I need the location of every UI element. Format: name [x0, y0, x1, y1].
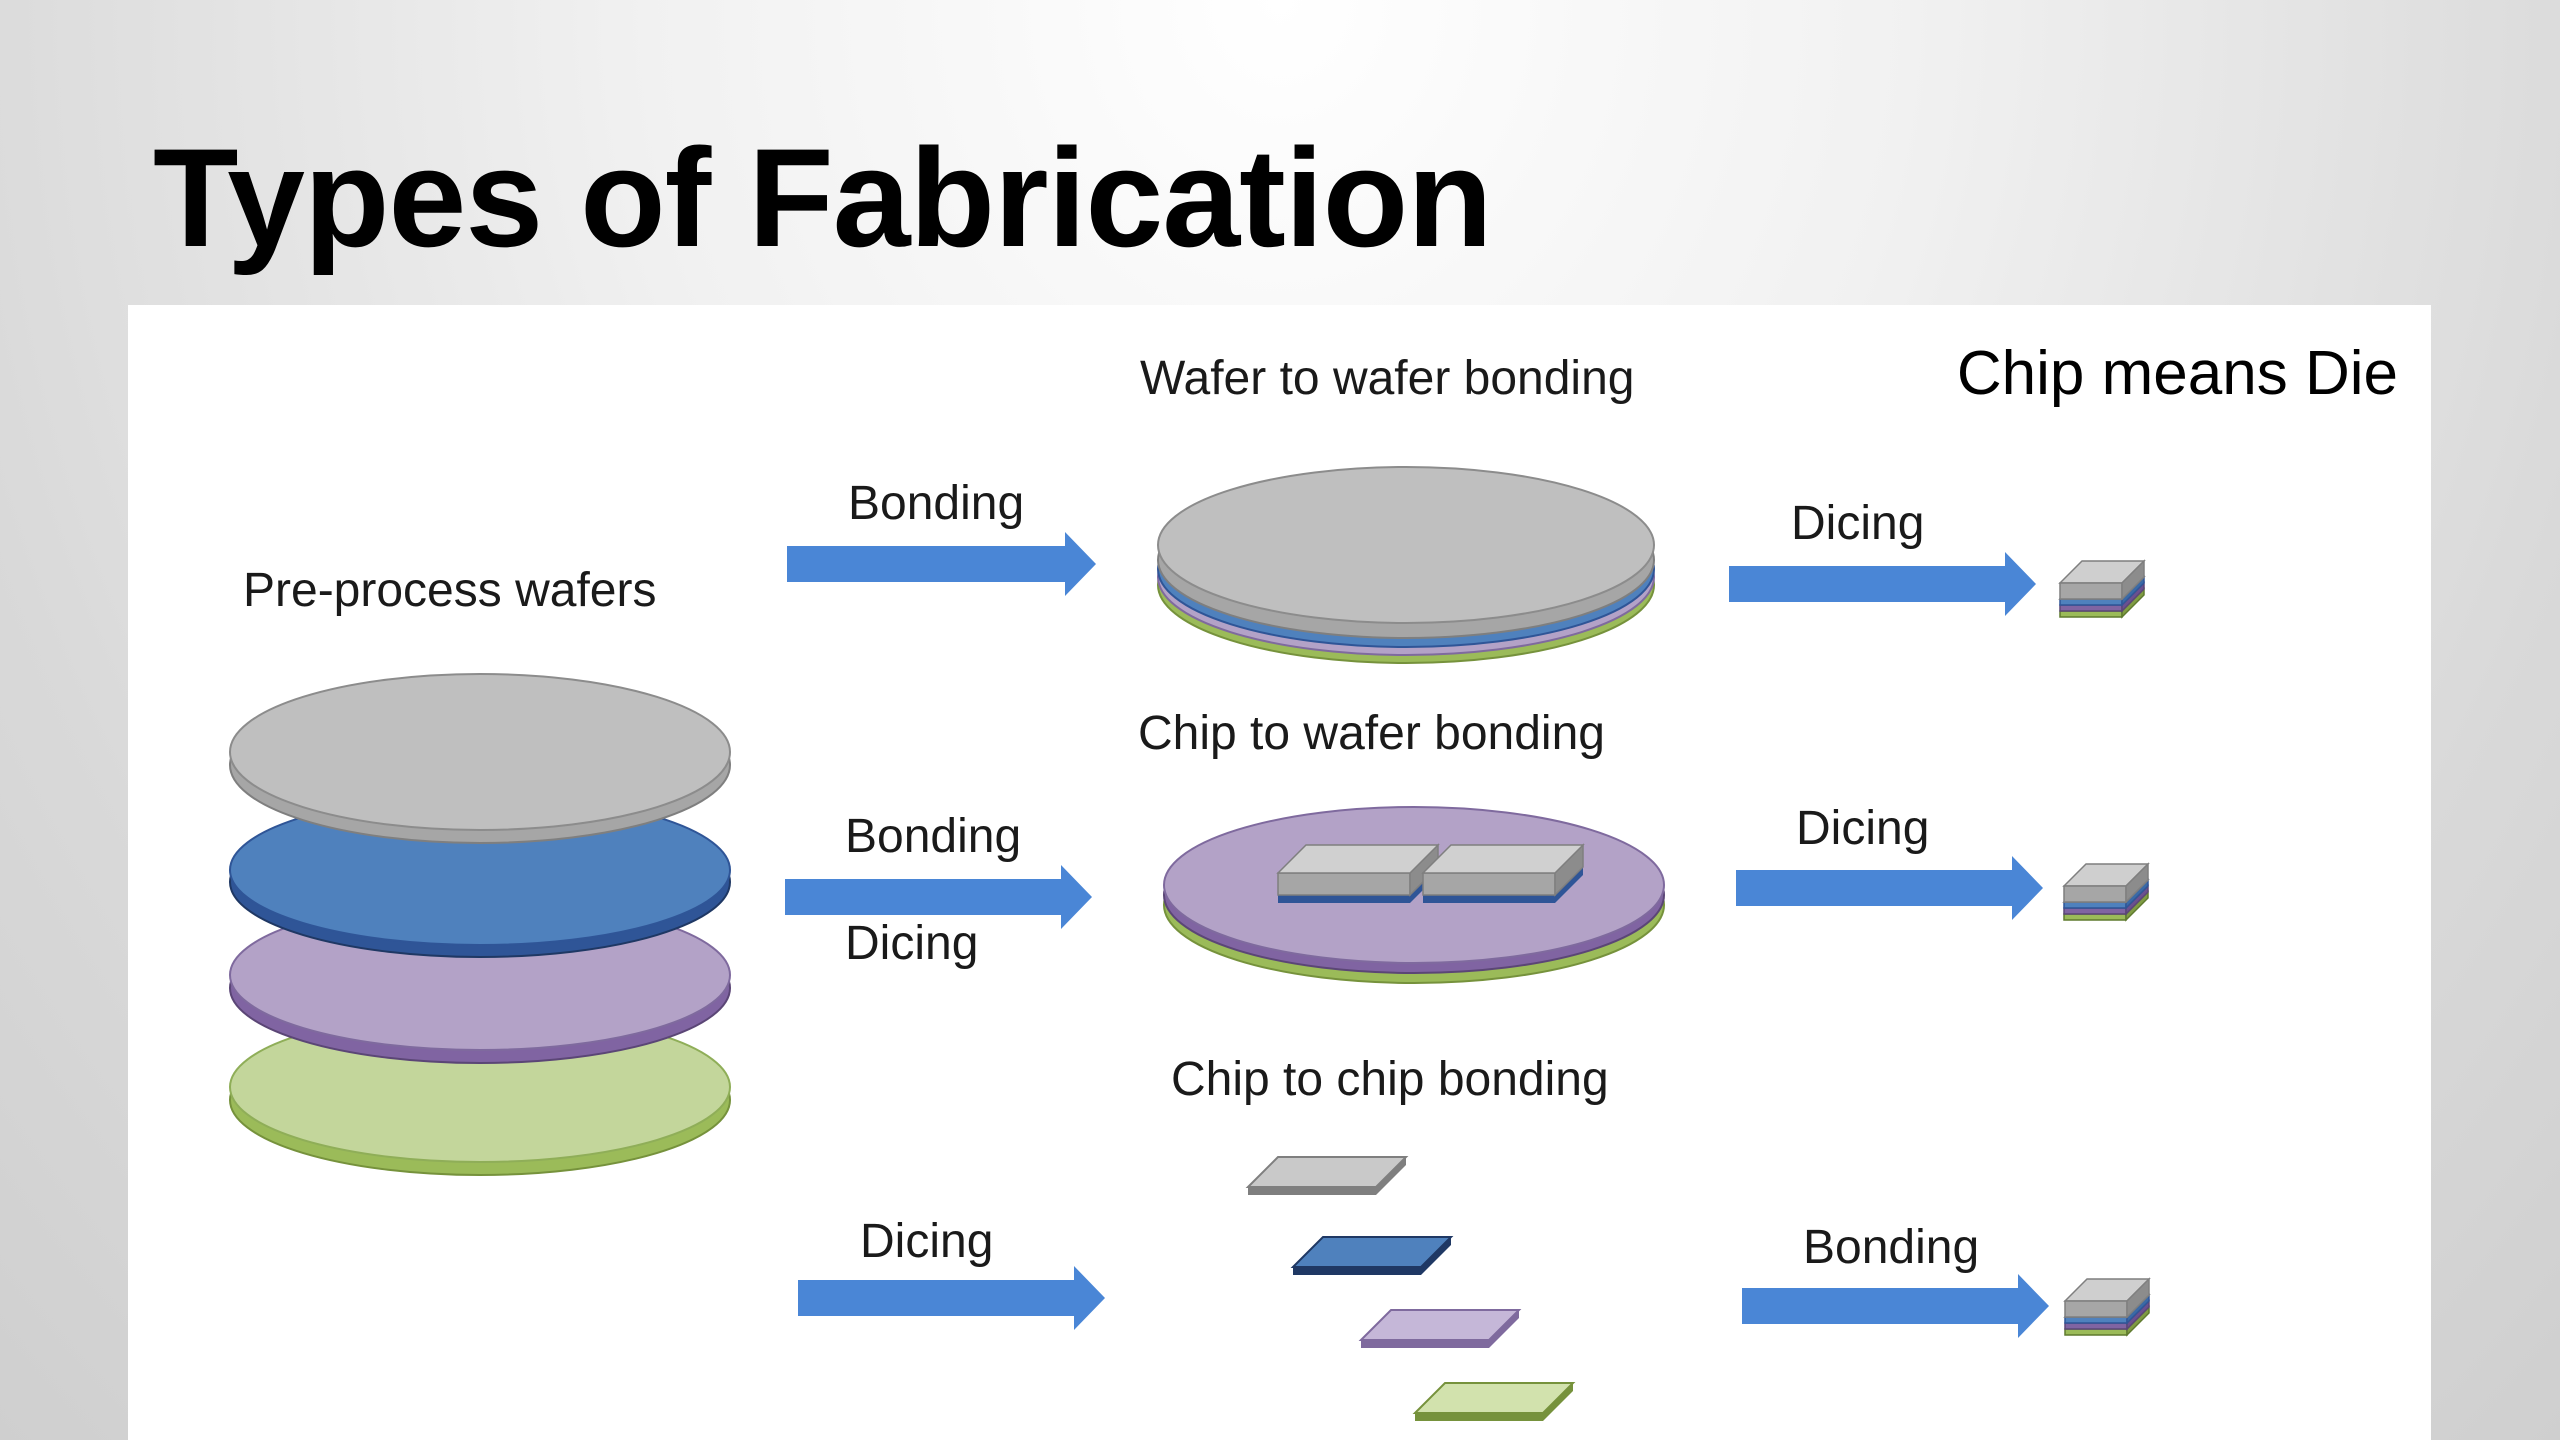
- stacked-chip-icon-row3: [2064, 1278, 2150, 1336]
- row2-step-in-bottom-label: Dicing: [845, 917, 979, 970]
- diagram-panel: Chip means Die Pre-process wafers Wafer …: [128, 305, 2431, 1440]
- pre-process-wafers-label: Pre-process wafers: [243, 564, 657, 617]
- bonded-wafer-icon: [1157, 466, 1655, 664]
- row2-step-in-top-label: Bonding: [845, 810, 1022, 863]
- fabrication-diagram: [229, 466, 2150, 1421]
- chip-means-die-note: Chip means Die: [1956, 339, 2398, 408]
- row3-heading: Chip to chip bonding: [1171, 1053, 1609, 1106]
- arrow-row1-out: [1729, 552, 2036, 616]
- row1-step-out-label: Dicing: [1791, 497, 1925, 550]
- row3-step-in-label: Dicing: [860, 1215, 994, 1268]
- row1-heading: Wafer to wafer bonding: [1140, 352, 1635, 405]
- row1-step-in-label: Bonding: [848, 477, 1025, 530]
- row2-step-out-label: Dicing: [1796, 802, 1930, 855]
- stacked-chip-icon-row2: [2063, 863, 2149, 921]
- arrow-row3-in: [798, 1266, 1105, 1330]
- arrow-row3-out: [1742, 1274, 2049, 1338]
- arrow-row1-in: [787, 532, 1096, 596]
- arrow-row2-in: [785, 865, 1092, 929]
- wafer-stack-icon: [229, 673, 731, 1176]
- chip-on-wafer-icon: [1163, 806, 1665, 984]
- separate-dies-icon: [1245, 1156, 1576, 1421]
- slide-title: Types of Fabrication: [153, 119, 1493, 276]
- arrow-row2-out: [1736, 856, 2043, 920]
- row3-step-out-label: Bonding: [1803, 1221, 1980, 1274]
- stacked-chip-icon-row1: [2059, 560, 2145, 618]
- row2-heading: Chip to wafer bonding: [1138, 707, 1605, 760]
